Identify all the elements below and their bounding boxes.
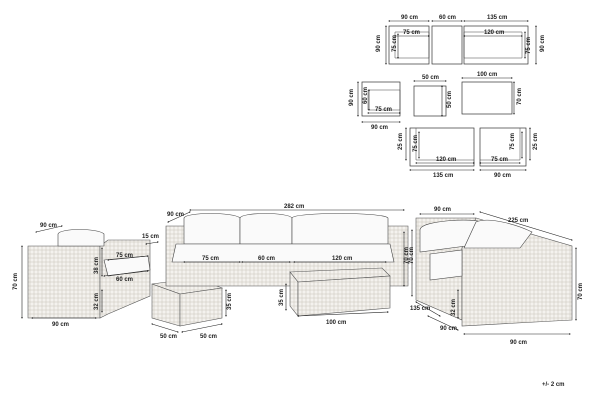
dim-label: 120 cm <box>332 256 352 262</box>
dim-label: 25 cm <box>398 133 404 150</box>
dim-label: 90 cm <box>371 125 388 131</box>
ottoman-drawing: 35 cm 50 cm 50 cm <box>151 277 233 340</box>
armchair-front <box>27 245 101 319</box>
dim-label: 32 cm <box>451 299 457 316</box>
sofa-back-cushion-1 <box>183 213 241 245</box>
dim-label: 75 cm <box>510 133 516 150</box>
plan-row-2: 90 cm 60 cm 75 cm 90 cm 50 cm 50 cm 100 … <box>349 72 523 131</box>
dim-label: 70 cm <box>578 283 584 300</box>
dim-label: 90 cm <box>510 340 527 346</box>
dim-label: 60 cm <box>439 15 456 21</box>
armchair-drawing: 90 cm 15 cm 70 cm 75 cm 60 cm 38 cm 32 c… <box>13 223 159 328</box>
dim-label: 70 cm <box>517 88 523 105</box>
dim-label: 120 cm <box>484 30 504 36</box>
dim-label: 90 cm <box>167 212 184 218</box>
armchair-back-cushion <box>57 229 105 247</box>
sofa-back-cushion-2 <box>239 213 293 245</box>
dim-label: 75 cm <box>116 253 133 259</box>
corner-sofa-drawing: 90 cm 225 cm 70 cm 32 cm 70 cm 135 cm 90… <box>404 207 584 346</box>
dim-label: 75 cm <box>375 107 392 113</box>
plan-table <box>461 81 513 115</box>
sofa-seat-cushions <box>171 243 395 263</box>
dim-label: 50 cm <box>447 91 453 108</box>
dim-label: 90 cm <box>376 35 382 52</box>
dim-label: 135 cm <box>433 173 453 179</box>
dim-label: 135 cm <box>487 15 507 21</box>
dim-label: 32 cm <box>94 293 100 310</box>
dim-label: 70 cm <box>13 273 19 290</box>
dim-label: 50 cm <box>160 334 177 340</box>
dim-label: 90 cm <box>494 173 511 179</box>
dim-label: 50 cm <box>200 334 217 340</box>
dim-label: 70 cm <box>404 247 410 264</box>
dim-label: 90 cm <box>440 326 457 332</box>
dim-label: 25 cm <box>533 133 539 150</box>
dim-label: 75 cm <box>403 30 420 36</box>
dim-label: 90 cm <box>52 322 69 328</box>
sofa-back-cushion-3 <box>291 213 389 245</box>
dim-label: 90 cm <box>540 35 546 52</box>
dim-label: 60 cm <box>363 87 369 104</box>
dim-label: 60 cm <box>258 256 275 262</box>
dim-label: 90 cm <box>349 89 355 106</box>
dim-label: 120 cm <box>436 157 456 163</box>
plan-middle-unit <box>431 25 463 65</box>
dim-label: 35 cm <box>227 293 233 310</box>
dim-label: 60 cm <box>116 277 133 283</box>
coffee-table-drawing: 35 cm 100 cm <box>279 267 391 326</box>
dim-label: 282 cm <box>284 204 304 210</box>
dim-label: 90 cm <box>401 15 418 21</box>
dim-label: 50 cm <box>422 75 439 81</box>
dim-label: 100 cm <box>326 320 346 326</box>
plan-row-3: 25 cm 75 cm 120 cm 135 cm 75 cm 25 cm 75… <box>398 127 539 179</box>
plan-corner-left <box>409 127 475 167</box>
dim-label: 38 cm <box>94 257 100 274</box>
dim-label: 135 cm <box>410 306 430 312</box>
dim-label: 90 cm <box>40 223 57 229</box>
corner-sofa-seat <box>429 249 463 281</box>
plan-ottoman <box>413 85 447 117</box>
plan-armchair-right <box>479 127 527 167</box>
dim-label: 225 cm <box>508 218 528 224</box>
dim-label: 75 cm <box>392 35 398 52</box>
dim-label: 35 cm <box>279 289 285 306</box>
dim-label: 100 cm <box>477 72 497 78</box>
dim-label: 75 cm <box>491 157 508 163</box>
dim-label: 75 cm <box>413 135 419 152</box>
dim-label: 90 cm <box>434 207 451 213</box>
dim-label: 75 cm <box>526 37 532 54</box>
dim-label: 75 cm <box>202 256 219 262</box>
plan-views: 90 cm 75 cm 90 cm 75 cm 60 cm 135 cm 120… <box>349 15 546 179</box>
plan-row-1: 90 cm 75 cm 90 cm 75 cm 60 cm 135 cm 120… <box>376 15 546 65</box>
dim-label: 15 cm <box>142 234 159 240</box>
tolerance-note: +/- 2 cm <box>542 382 565 388</box>
